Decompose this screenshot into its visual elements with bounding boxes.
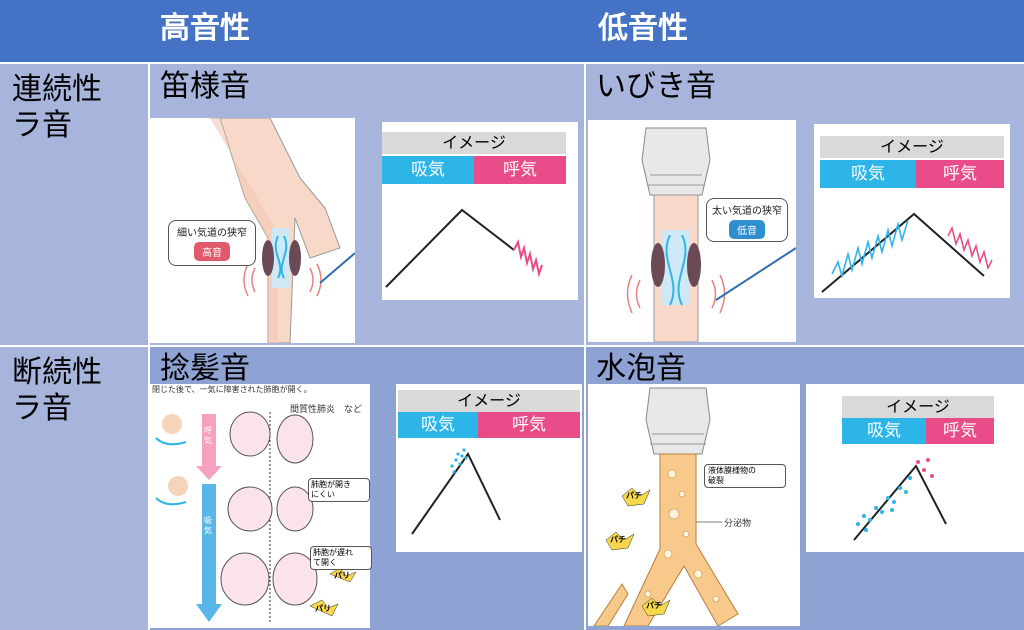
rhonchi-waveform bbox=[821, 212, 993, 293]
fine-crackle-top-text: 閉じた後で、一気に障害された肺胞が開く。 bbox=[152, 385, 312, 394]
coarse-crackle-waveform bbox=[853, 458, 947, 541]
fine-crackle-pop-2: パリ bbox=[315, 604, 331, 613]
coarse-crackle-exhale-label: 呼気 bbox=[926, 418, 994, 444]
header-low-pitch: 低音性 bbox=[598, 11, 688, 46]
row-label-continuous-text: 連続性 ラ音 bbox=[12, 72, 102, 143]
coarse-crackle-pop-2: パチ bbox=[610, 535, 626, 544]
fine-crackle-waveform bbox=[411, 448, 501, 535]
wheeze-airway-illustration: 細い気道の狭窄 高音 bbox=[150, 117, 356, 344]
coarse-crackle-callout: 液体膜様物の 破裂 bbox=[704, 464, 786, 488]
rhonchi-callout: 太い気道の狭窄 低音 bbox=[706, 198, 788, 242]
wheeze-badge: 高音 bbox=[194, 242, 230, 261]
fine-crackle-image-panel: イメージ 吸気 呼気 bbox=[396, 384, 582, 552]
fine-crackle-exhale-label: 呼気 bbox=[478, 412, 580, 438]
fine-crackle-pop-1: パリ bbox=[334, 571, 350, 580]
header-high-pitch: 高音性 bbox=[160, 11, 250, 46]
wheeze-callout: 細い気道の狭窄 高音 bbox=[168, 220, 256, 266]
coarse-crackle-image-panel: イメージ 吸気 呼気 bbox=[806, 384, 1024, 552]
fine-crackle-note1: 肺胞が開き にくい bbox=[308, 478, 370, 502]
title-wheeze: 笛様音 bbox=[160, 69, 250, 104]
wheeze-callout-text: 細い気道の狭窄 bbox=[177, 228, 247, 239]
rhonchi-image-label: イメージ bbox=[820, 136, 1004, 158]
fine-crackle-disease: 間質性肺炎 など bbox=[290, 405, 363, 415]
fine-crackle-arrow-inhale: 吸気 bbox=[204, 516, 212, 535]
coarse-crackle-secretion: 分泌物 bbox=[724, 519, 752, 529]
fine-crackle-image-label: イメージ bbox=[398, 390, 580, 412]
rhonchi-inhale-label: 吸気 bbox=[820, 160, 916, 188]
title-rhonchi: いびき音 bbox=[596, 69, 716, 104]
rhonchi-image-panel: イメージ 吸気 呼気 bbox=[814, 124, 1010, 298]
wheeze-image-label: イメージ bbox=[382, 132, 566, 154]
wheeze-waveform bbox=[385, 208, 543, 288]
fine-crackle-note2: 肺胞が遅れ て開く bbox=[310, 546, 372, 570]
coarse-crackle-airway-illustration: 液体膜様物の 破裂 分泌物 パチ パチ パチ bbox=[588, 384, 800, 627]
coarse-crackle-inhale-label: 吸気 bbox=[842, 418, 926, 444]
title-coarse-crackle: 水泡音 bbox=[596, 351, 686, 386]
rhonchi-callout-text: 太い気道の狭窄 bbox=[712, 206, 782, 217]
rhonchi-airway-illustration: 太い気道の狭窄 低音 bbox=[588, 120, 797, 343]
coarse-crackle-pop-1: パチ bbox=[626, 491, 642, 500]
coarse-crackle-image-label: イメージ bbox=[842, 396, 994, 418]
rhonchi-badge: 低音 bbox=[729, 220, 765, 239]
row-label-discontinuous: 断続性 ラ音 bbox=[0, 347, 148, 630]
fine-crackle-arrow-exhale: 呼気 bbox=[204, 426, 212, 445]
row-label-discontinuous-text: 断続性 ラ音 bbox=[12, 355, 102, 426]
wheeze-image-panel: イメージ 吸気 呼気 bbox=[382, 122, 578, 300]
wheeze-exhale-label: 呼気 bbox=[474, 156, 566, 184]
title-fine-crackle: 捻髪音 bbox=[160, 351, 250, 386]
rhonchi-exhale-label: 呼気 bbox=[916, 160, 1004, 188]
fine-crackle-diagram: 閉じた後で、一気に障害された肺胞が開く。 間質性肺炎 など 呼気 吸気 肺胞が開… bbox=[150, 384, 372, 628]
wheeze-inhale-label: 吸気 bbox=[382, 156, 474, 184]
table-header bbox=[0, 0, 1024, 62]
fine-crackle-inhale-label: 吸気 bbox=[398, 412, 478, 438]
coarse-crackle-pop-3: パチ bbox=[646, 601, 662, 610]
row-label-continuous: 連続性 ラ音 bbox=[0, 64, 148, 345]
